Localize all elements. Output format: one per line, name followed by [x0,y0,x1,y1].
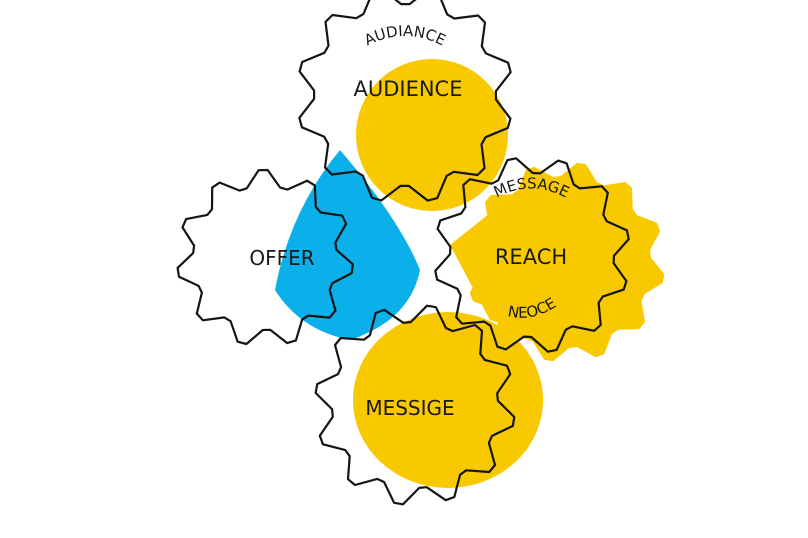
audience-gear [298,0,512,202]
message-label: MESSIGE [365,396,454,420]
audience-label: AUDIENCE [353,77,462,101]
offer-label: OFFER [249,246,314,270]
reach-gear [434,157,630,353]
offer-blue-blob [275,150,420,340]
reach-label: REACH [495,245,567,269]
offer-gear [176,168,354,346]
audience-arc-label: AUDIANCE [361,22,448,50]
message-gear [314,304,516,506]
message-yellow-blob [353,312,543,488]
reach-yellow-blob [450,200,600,335]
